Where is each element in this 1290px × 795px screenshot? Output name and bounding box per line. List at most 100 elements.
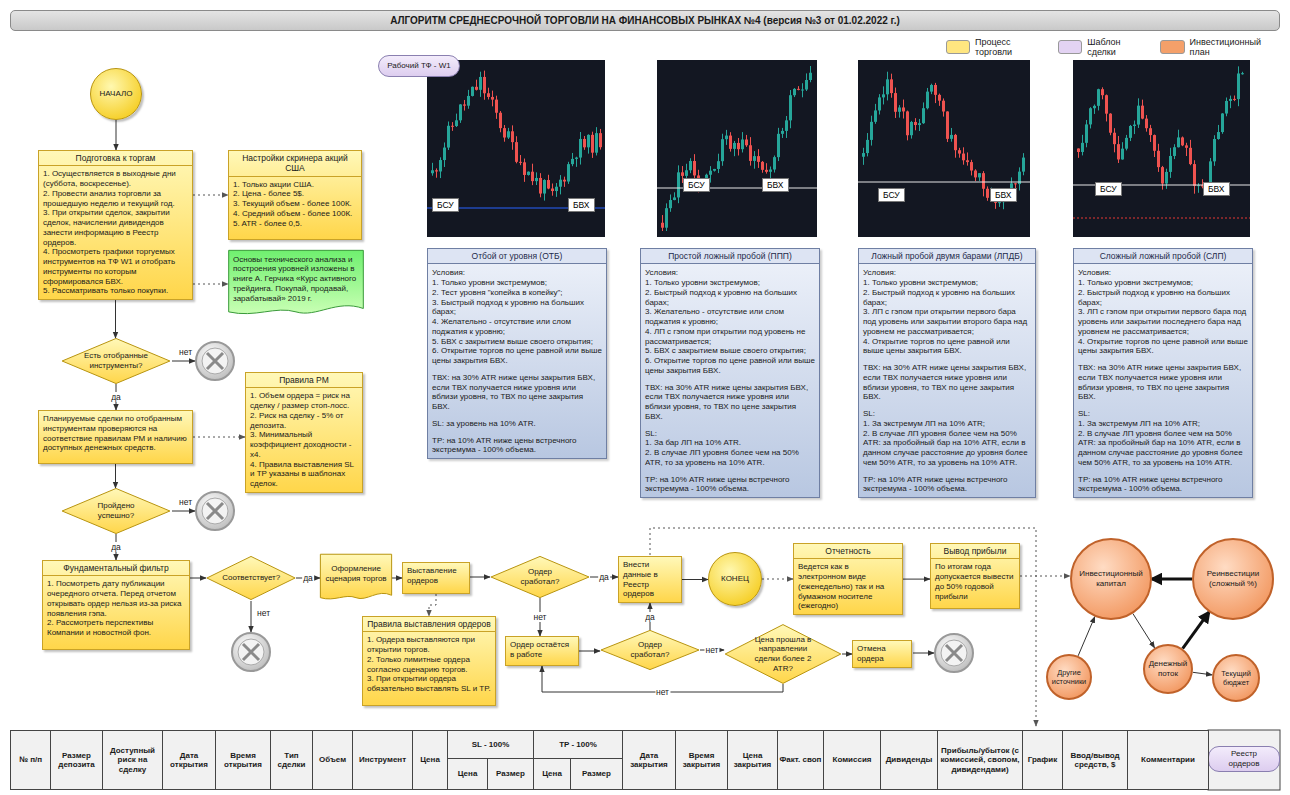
candle-wick (544, 179, 545, 200)
box-body: 1. Только акции США. 2. Цена - более 5$.… (233, 180, 357, 229)
connector (116, 120, 117, 150)
candle-body (1125, 138, 1128, 149)
candle-wick (710, 166, 711, 182)
document-outline (229, 250, 364, 313)
candle-body (886, 79, 889, 94)
candle-wick (899, 105, 900, 118)
candle-wick (1098, 89, 1099, 111)
candle-wick (504, 125, 505, 142)
candle-body (970, 162, 973, 170)
text-line: Условия: (645, 268, 815, 278)
candle-wick (919, 119, 920, 131)
box-body: TP: на 10% ATR ниже цены встречного экст… (863, 475, 1031, 495)
candle-wick (790, 90, 791, 128)
connector (392, 578, 402, 579)
candle-wick (798, 86, 799, 90)
box-body: TP: на 10% ATR ниже цены встречного экст… (1078, 475, 1248, 495)
candle-body (938, 95, 941, 101)
candle-body (1193, 164, 1196, 186)
text-line: 4. Средний объем - более 100К. (233, 209, 357, 219)
candle-body (793, 89, 796, 95)
connector (903, 579, 930, 580)
candle-wick (875, 104, 876, 124)
chart-level-label: БСУ (683, 178, 710, 192)
edge-label: нет (704, 645, 719, 655)
candle-body (527, 172, 530, 175)
note-document: Основы технического анализа и построения… (228, 250, 364, 318)
candle-body (689, 161, 692, 170)
chart-level-label: БСУ (1095, 182, 1122, 196)
candle-body (579, 139, 582, 158)
candle-wick (967, 152, 968, 165)
candle-body (511, 131, 514, 142)
node-text: КОНЕЦ (721, 574, 749, 584)
process-box: Планируемые сделки по отобранным инструм… (38, 410, 193, 464)
candle-wick (1234, 96, 1235, 102)
candle-body (483, 77, 486, 93)
text-line: 3. Желательно - отсутствие или слом подж… (645, 307, 815, 327)
table-header-cell: Прибыль/убыток (с комиссией, свопом, див… (937, 730, 1023, 790)
text-line: 1. За бар ЛП на 10% ATR. (645, 438, 815, 448)
candle-wick (987, 186, 988, 200)
candle-wick (584, 136, 585, 150)
candle-wick (432, 163, 433, 176)
candle-wick (1130, 125, 1131, 141)
text-holder: Оформление сценария торгов (324, 564, 388, 584)
terminal-circle: КОНЕЦ (708, 552, 762, 606)
table-header-cell: Цена (533, 758, 571, 790)
text-holder: НАЧАЛО (97, 89, 136, 99)
text-holder: Пройдено успешно? (81, 501, 151, 521)
template-box: Отбой от уровня (ОТБ)Условия: 1. Только … (427, 248, 607, 459)
process-box: Внести данные в Реестр ордеров (618, 556, 682, 603)
text-holder: Инвестиционный капитал (1072, 569, 1150, 589)
candle-body (1093, 106, 1096, 108)
text-line: 3. Быстрый подход к уровню на больших ба… (432, 298, 602, 318)
diamond-outline (601, 630, 699, 669)
candle-wick (923, 102, 924, 123)
text-line: 5. БВХ с закрытием выше своего открытия; (645, 346, 815, 356)
candle-body (765, 170, 768, 172)
diamond-outline (207, 556, 295, 599)
candle-wick (907, 111, 908, 141)
text-line: 2. В случае ЛП уровня более чем на 50% A… (1078, 429, 1248, 468)
candle-wick (444, 142, 445, 167)
candle-body (555, 187, 558, 191)
text-line: 2. Провести анализ торговли за прошедшую… (43, 189, 188, 209)
table-header-cell: Комментарии (1127, 730, 1209, 790)
candle-wick (895, 88, 896, 118)
text-line: 1. Только уровни экстремумов; (432, 278, 602, 288)
title-bar: АЛГОРИТМ СРЕДНЕСРОЧНОЙ ТОРГОВЛИ НА ФИНАН… (10, 10, 1280, 31)
candle-body (1169, 156, 1172, 172)
legend-text: Процесс торговли (975, 37, 1044, 57)
text-line: SL: (1078, 409, 1248, 419)
chart-background (858, 60, 1030, 237)
text-line: 3. При открытии ордера обязательно выста… (367, 674, 491, 694)
text-holder: Денежный поток (1145, 659, 1191, 679)
node-text: Текущий бюджет (1217, 669, 1255, 687)
diamond-outline (491, 556, 589, 597)
candle-body (479, 77, 482, 90)
candle-body (882, 94, 885, 97)
candle-wick (983, 171, 984, 196)
process-box: Правила выставления ордеров1. Ордера выс… (362, 616, 496, 706)
candle-wick (915, 118, 916, 130)
candle-wick (548, 175, 549, 189)
connector (190, 578, 206, 579)
candle-body (599, 133, 602, 147)
candle-wick (1182, 136, 1183, 146)
node-text: Реестр ордеров (1215, 749, 1273, 769)
candle-body (954, 135, 957, 150)
text-line: 2. В случае ЛП уровня более чем на 50% A… (863, 429, 1031, 468)
table-header-cell: Доступный риск на сделку (102, 730, 163, 790)
text-line: Условия: (1078, 268, 1248, 278)
candle-body (1101, 89, 1104, 95)
candle-body (1177, 137, 1180, 147)
candle-wick (492, 91, 493, 107)
table-header-cell: Размер депозита (50, 730, 103, 790)
candle-body (769, 170, 772, 172)
candle-body (591, 135, 594, 153)
candle-wick (1118, 136, 1119, 163)
candle-body (495, 100, 498, 113)
box-body: 1. Осуществляется в выходные дни (суббот… (43, 169, 188, 296)
box-body: Условия: 1. Только уровни экстремумов; 2… (645, 268, 815, 375)
